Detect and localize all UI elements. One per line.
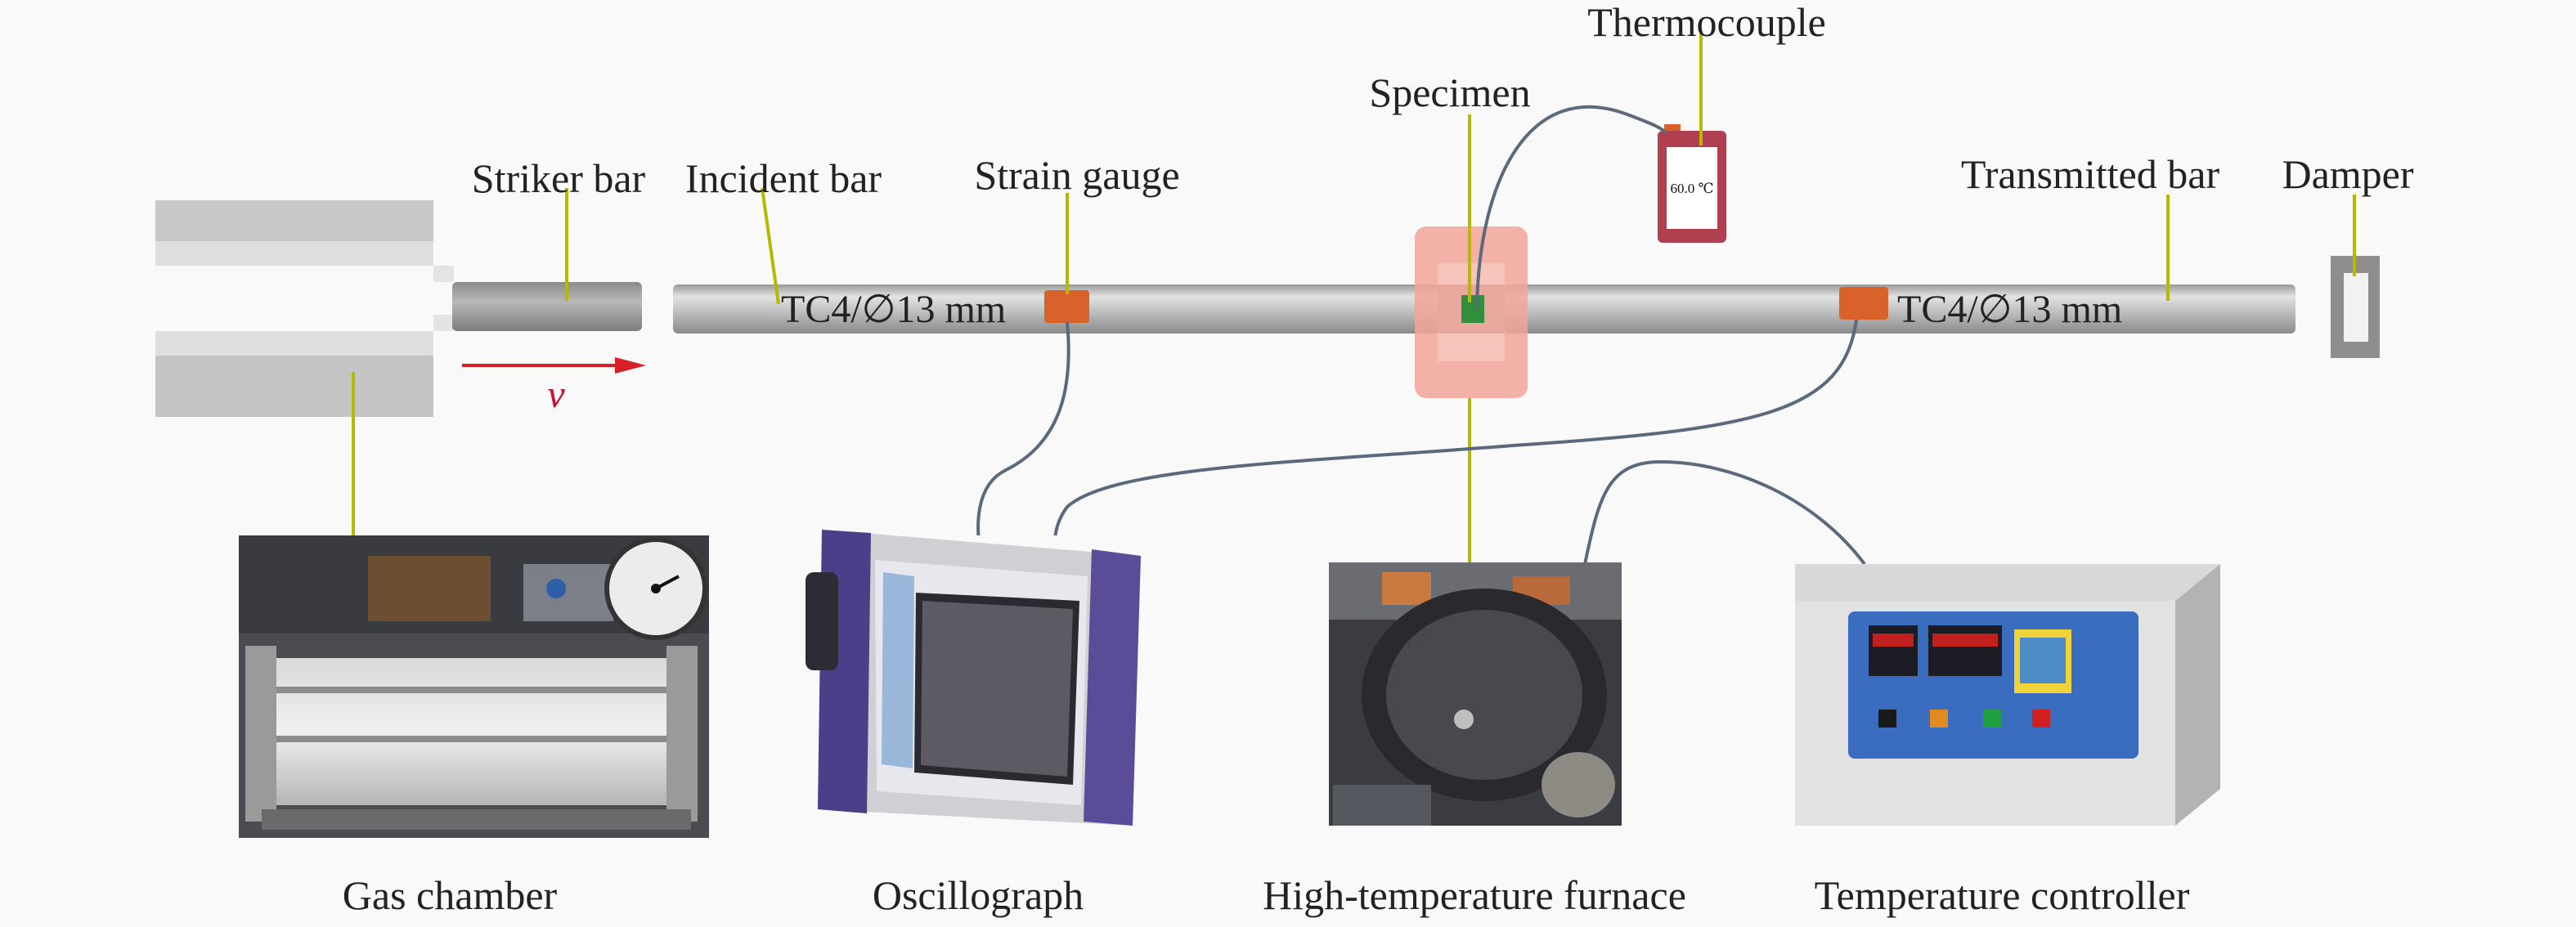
strain-gauge-incident	[1044, 290, 1089, 323]
label-strain-gauge: Strain gauge	[974, 152, 1179, 198]
specimen	[1461, 295, 1484, 323]
transmitted-bar	[1505, 284, 2296, 334]
furnace-photo	[1329, 562, 1622, 826]
label-specimen: Specimen	[1369, 69, 1530, 115]
label-transmitted-bar: Transmitted bar	[1961, 151, 2220, 197]
temperature-controller-photo	[1795, 564, 2220, 826]
oscillograph-photo	[787, 530, 1151, 838]
transmitted-bar-spec: TC4/∅13 mm	[1897, 288, 2122, 331]
caption-gas-chamber: Gas chamber	[343, 872, 558, 918]
velocity-arrow	[462, 357, 646, 374]
gas-gun-barrel	[155, 200, 454, 417]
striker-bar	[452, 282, 642, 331]
strain-gauge-transmitted	[1839, 287, 1888, 320]
caption-temperature-controller: Temperature controller	[1815, 872, 2190, 918]
label-damper: Damper	[2282, 151, 2413, 197]
label-thermocouple: Thermocouple	[1587, 0, 1826, 45]
label-striker-bar: Striker bar	[472, 155, 646, 201]
gas-chamber-photo	[239, 535, 709, 838]
leader-lines	[352, 31, 2356, 564]
thermocouple-meter	[1658, 124, 1726, 243]
velocity-label: v	[547, 373, 565, 416]
thermocouple-reading: 60.0 ℃	[1670, 181, 1713, 196]
caption-oscillograph: Oscillograph	[873, 872, 1084, 918]
incident-bar-spec: TC4/∅13 mm	[781, 288, 1006, 331]
label-incident-bar: Incident bar	[685, 155, 882, 201]
caption-furnace: High-temperature furnace	[1263, 872, 1686, 918]
cables	[976, 105, 1866, 566]
